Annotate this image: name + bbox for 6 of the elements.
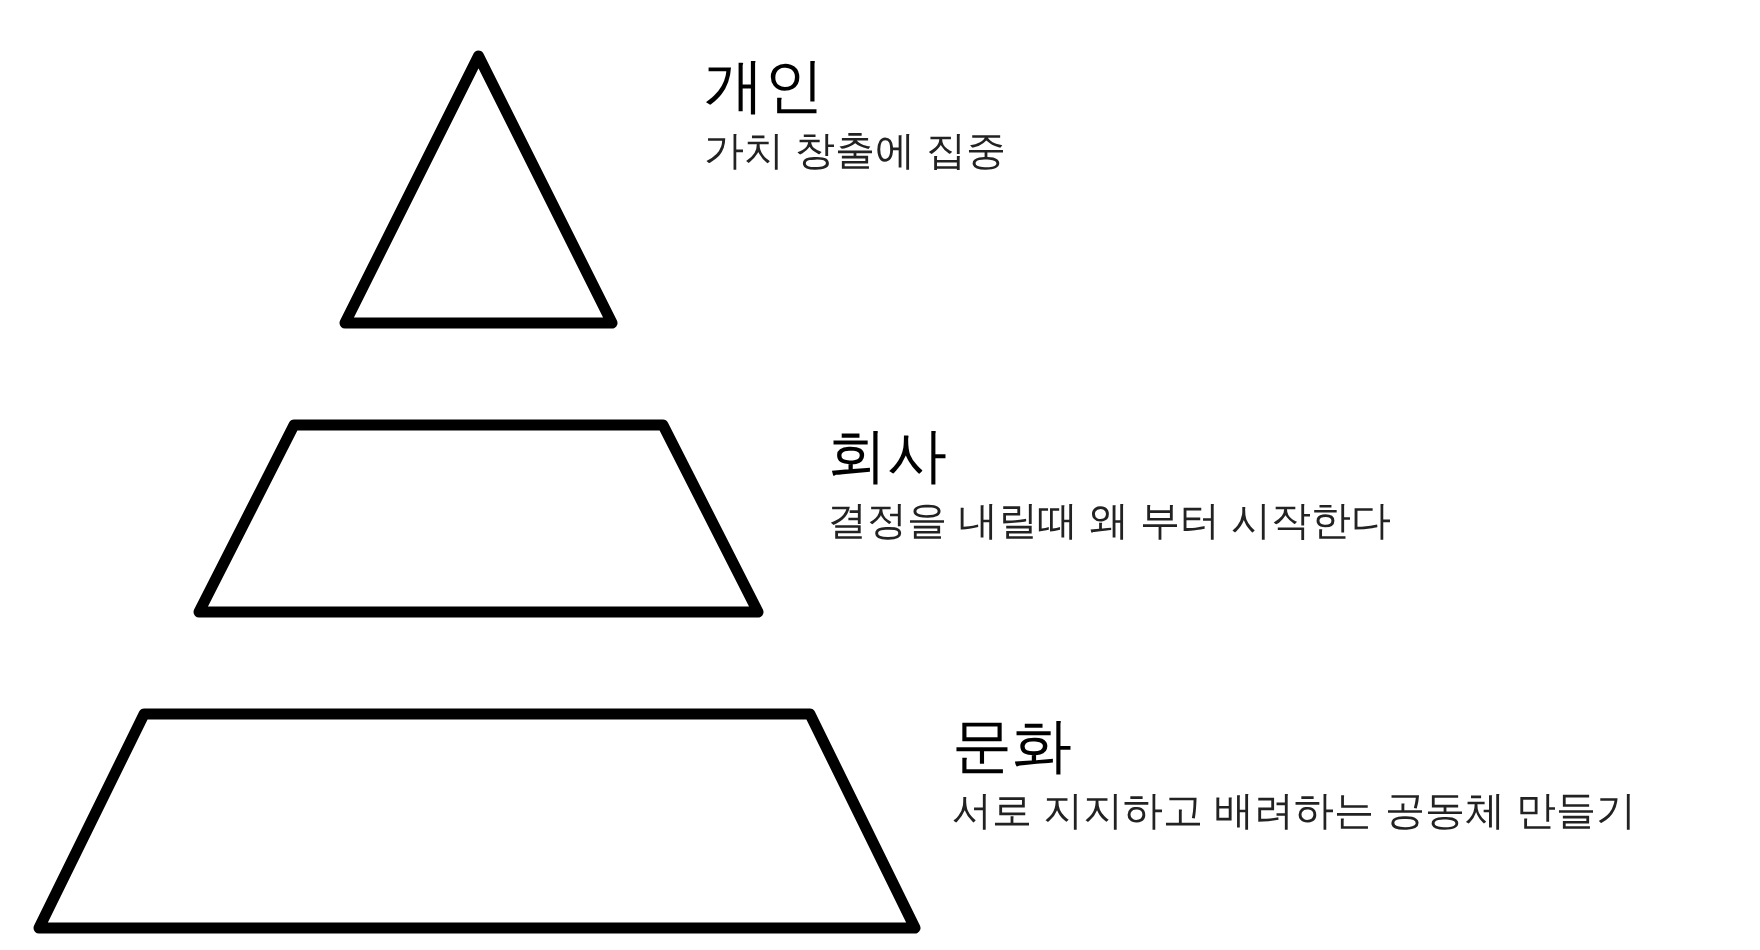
level-heading: 회사 [827, 421, 948, 491]
level-heading: 개인 [704, 51, 825, 121]
level-heading: 문화 [952, 711, 1073, 781]
level-description: 서로 지지하고 배려하는 공동체 만들기 [952, 787, 1637, 834]
level-description: 결정을 내릴때 왜 부터 시작한다 [827, 497, 1392, 544]
level-description: 가치 창출에 집중 [704, 127, 1007, 174]
